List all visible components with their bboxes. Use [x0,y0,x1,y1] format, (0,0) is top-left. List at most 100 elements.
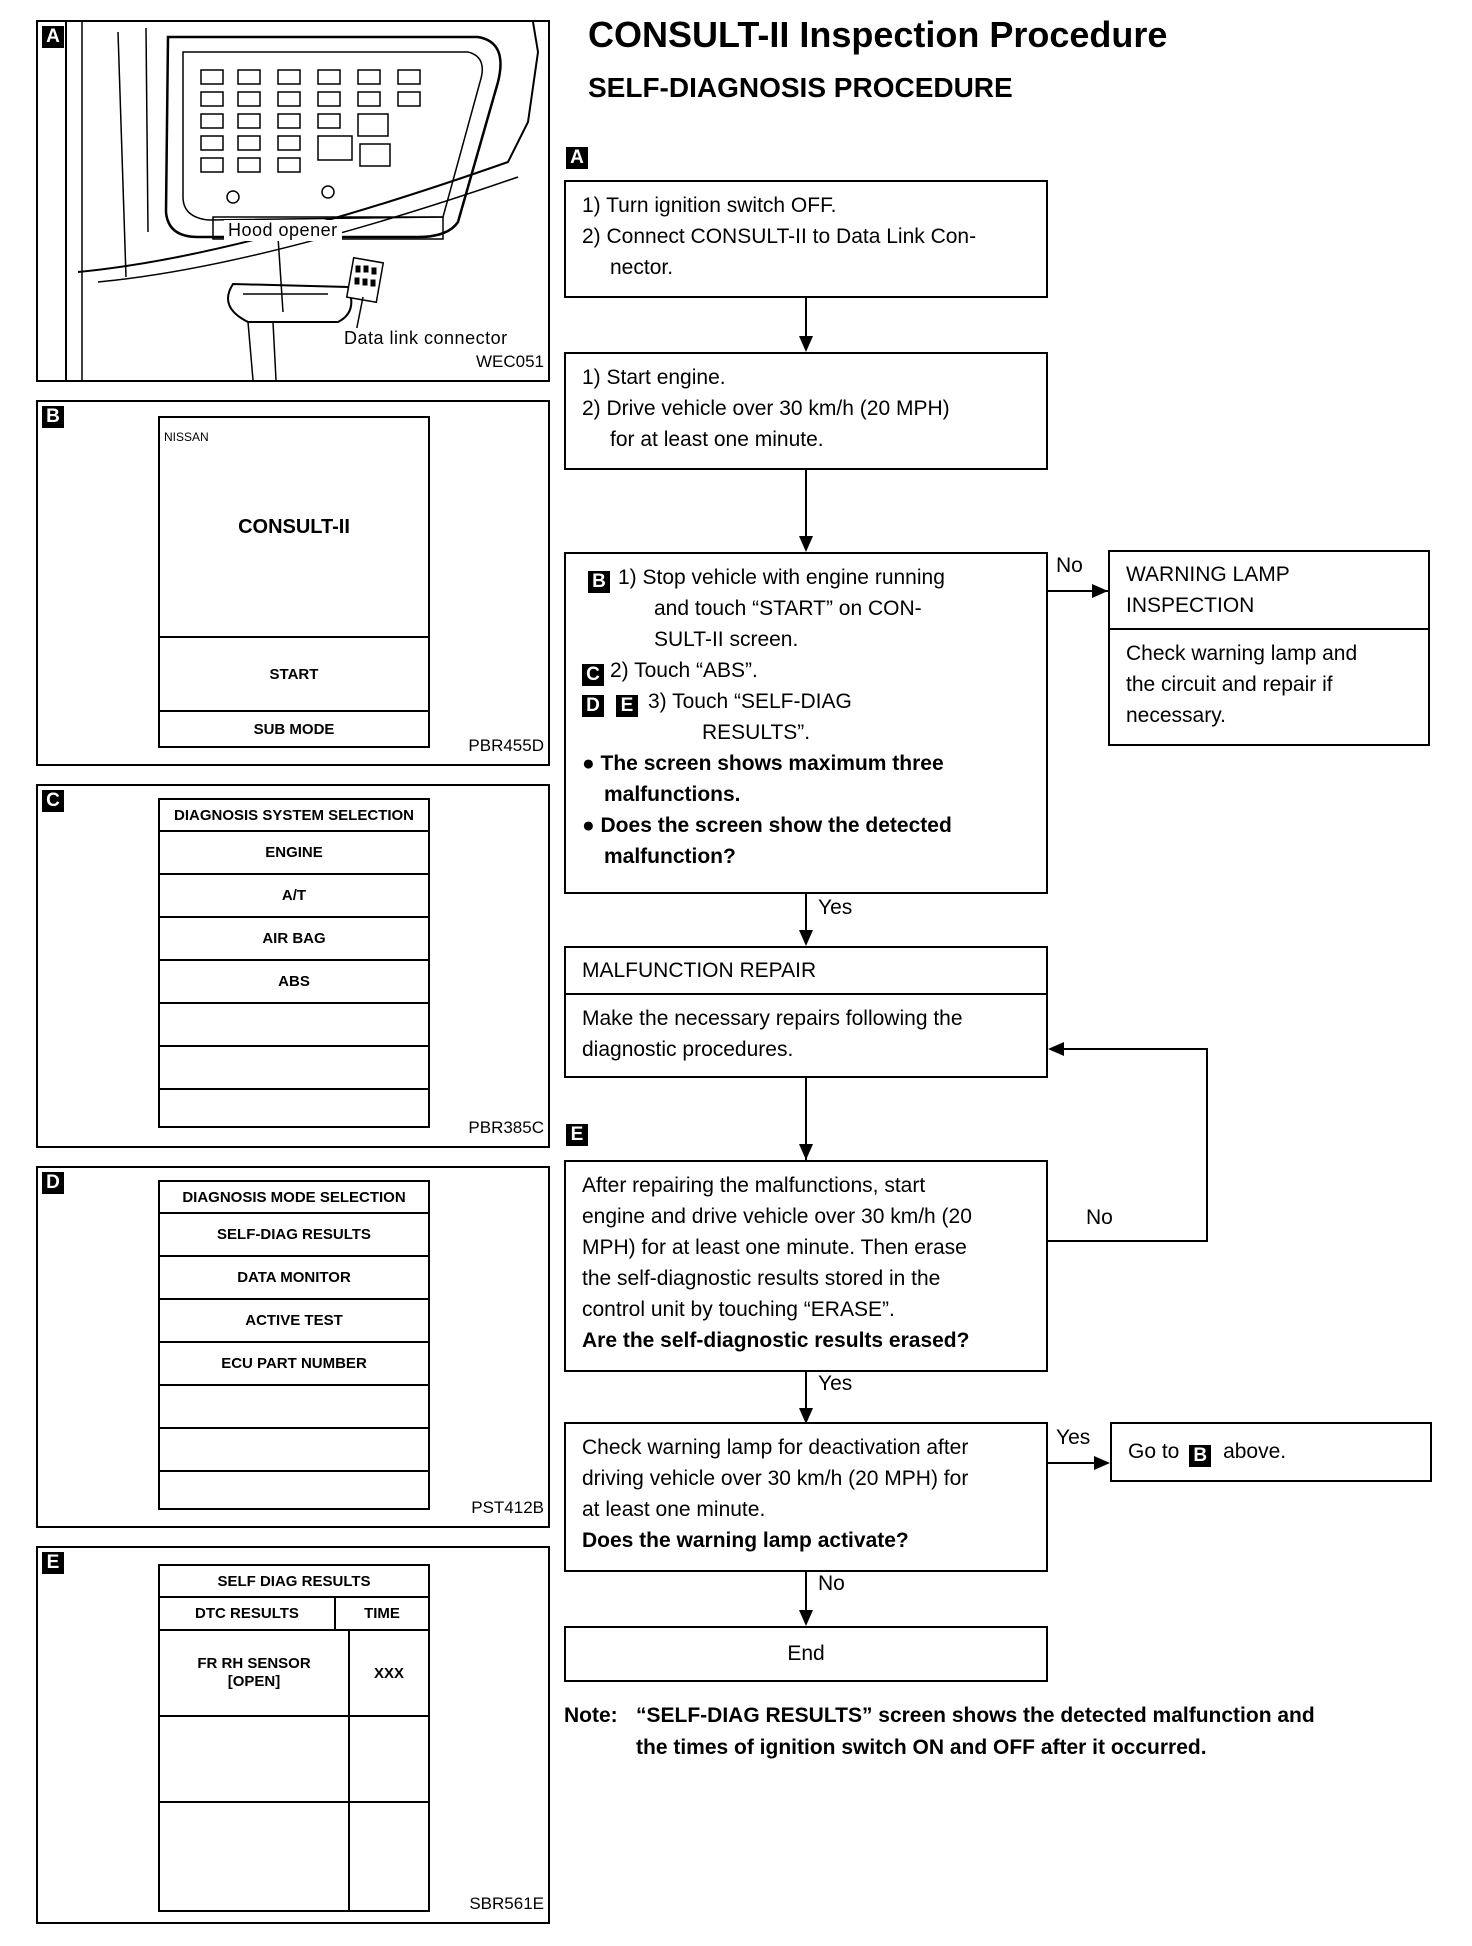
flow-connector [805,1572,807,1620]
flow-connector [805,894,807,932]
flow-tag-a: A [566,147,588,169]
note-line2: the times of ignition switch ON and OFF … [636,1736,1207,1759]
dtc-cell: FR RH SENSOR [OPEN] [160,1631,350,1715]
consult-start-screen: NISSAN CONSULT-II START SUB MODE [158,416,430,748]
figure-b-panel: B NISSAN CONSULT-II START SUB MODE PBR45… [36,400,550,766]
step-self-diag-line3: SULT-II screen. [654,628,799,651]
sub-mode-button[interactable]: SUB MODE [253,720,335,738]
dtc-cell [160,1803,350,1910]
results-row: FR RH SENSOR [OPEN] XXX [160,1631,428,1717]
figure-e-code: SBR561E [469,1894,544,1913]
figure-c-tag: C [42,790,64,812]
diagnosis-mode-header: DIAGNOSIS MODE SELECTION [160,1182,428,1214]
flow-arrow-down [799,930,813,946]
bullet-max-three: ● The screen shows maximum three [582,752,944,775]
figure-d-panel: D DIAGNOSIS MODE SELECTION SELF-DIAG RES… [36,1166,550,1528]
bullet-detected-question-cont: malfunction? [604,845,736,868]
goto-pre-text: Go to [1128,1440,1180,1463]
flow-tag-e: E [566,1124,588,1146]
figure-e-panel: E SELF DIAG RESULTS DTC RESULTS TIME FR … [36,1546,550,1924]
figure-a-tag: A [42,26,64,48]
step-connect-line3: nector. [610,256,674,279]
results-row [160,1803,428,1910]
step-connect-line2: 2) Connect CONSULT-II to Data Link Con- [582,225,977,248]
figure-e-tag: E [42,1552,64,1574]
flow-arrow-down [799,1144,813,1160]
start-button[interactable]: START [160,638,428,712]
goto-b-box: Go to B above. [1110,1422,1432,1482]
dtc-name: FR RH SENSOR [197,1655,311,1672]
erase-results-box: After repairing the malfunctions, start … [564,1160,1048,1372]
mode-self-diag-button[interactable]: SELF-DIAG RESULTS [160,1214,428,1257]
tag-d: D [582,695,604,717]
flow-arrow-down [799,1408,813,1424]
step-drive-line3: for at least one minute. [610,428,824,451]
no-label-loop: No [1086,1206,1113,1229]
bullet-max-three-cont: malfunctions. [604,783,741,806]
goto-tag-b: B [1189,1445,1212,1467]
consult-ii-label: CONSULT-II [238,516,350,538]
no-branch-line [1048,590,1108,592]
results-column-headers: DTC RESULTS TIME [160,1598,428,1631]
step-connect-line1: 1) Turn ignition switch OFF. [582,194,837,217]
figure-c-panel: C DIAGNOSIS SYSTEM SELECTION ENGINE A/T … [36,784,550,1148]
warning-lamp-title-line1: WARNING LAMP [1126,563,1290,586]
flow-connector [805,298,807,338]
stop-vehicle-text: 1) Stop vehicle with engine running [618,566,945,589]
flow-arrow-down [799,336,813,352]
results-row [160,1717,428,1803]
erase-line4: the self-diagnostic results stored in th… [582,1267,941,1290]
nissan-brand-label: NISSAN [164,430,209,444]
end-box: End [564,1626,1048,1682]
erase-line3: MPH) for at least one minute. Then erase [582,1236,967,1259]
system-airbag-button[interactable]: AIR BAG [160,918,428,961]
malfunction-repair-title: MALFUNCTION REPAIR [566,948,1046,995]
note-label: Note: [564,1704,618,1727]
mode-active-test-button[interactable]: ACTIVE TEST [160,1300,428,1343]
warning-lamp-line3: necessary. [1126,704,1226,727]
figure-d-tag: D [42,1172,64,1194]
warning-lamp-title-line2: INSPECTION [1126,594,1255,617]
mode-empty-row [160,1386,428,1429]
check-line2: driving vehicle over 30 km/h (20 MPH) fo… [582,1467,969,1490]
yes-label-repair: Yes [818,896,853,919]
no-label-warning: No [1056,554,1083,577]
malfunction-repair-box: MALFUNCTION REPAIR Make the necessary re… [564,946,1048,1078]
figure-b-code: PBR455D [468,736,544,755]
yes-branch-arrow [1094,1456,1110,1470]
step-drive-line2: 2) Drive vehicle over 30 km/h (20 MPH) [582,397,950,420]
flow-arrow-down [799,536,813,552]
system-at-button[interactable]: A/T [160,875,428,918]
malfunction-repair-line1: Make the necessary repairs following the [582,1007,963,1030]
step-self-diag-line6: RESULTS”. [702,721,811,744]
tag-e: E [616,695,638,717]
system-engine-button[interactable]: ENGINE [160,832,428,875]
no-branch-arrow [1092,584,1108,598]
warning-lamp-line1: Check warning lamp and [1126,642,1358,665]
step-self-diag-line4: C 2) Touch “ABS”. [582,655,1030,686]
malfunction-repair-line2: diagnostic procedures. [582,1038,794,1061]
touch-abs-text: 2) Touch “ABS”. [610,659,758,682]
time-cell: XXX [373,1664,404,1682]
figure-a-code: WEC051 [475,352,544,371]
system-empty-row [160,1004,428,1047]
flow-connector [805,1078,807,1160]
warning-lamp-line2: the circuit and repair if [1126,673,1333,696]
mode-ecu-part-number-button[interactable]: ECU PART NUMBER [160,1343,428,1386]
mode-data-monitor-button[interactable]: DATA MONITOR [160,1257,428,1300]
system-abs-button[interactable]: ABS [160,961,428,1004]
figure-a-panel: A Hood opener [36,20,550,382]
tag-c: C [582,664,604,686]
note-line1: “SELF-DIAG RESULTS” screen shows the det… [636,1704,1315,1727]
no-label-end: No [818,1572,845,1595]
touch-self-diag-text: 3) Touch “SELF-DIAG [648,690,852,713]
no-loop-line [1206,1048,1208,1242]
system-empty-row [160,1090,428,1126]
figure-c-code: PBR385C [468,1118,544,1137]
dtc-cell [160,1717,350,1801]
time-cell [350,1717,428,1801]
start-screen-logo-area: NISSAN CONSULT-II [160,418,428,638]
check-question: Does the warning lamp activate? [582,1529,909,1552]
